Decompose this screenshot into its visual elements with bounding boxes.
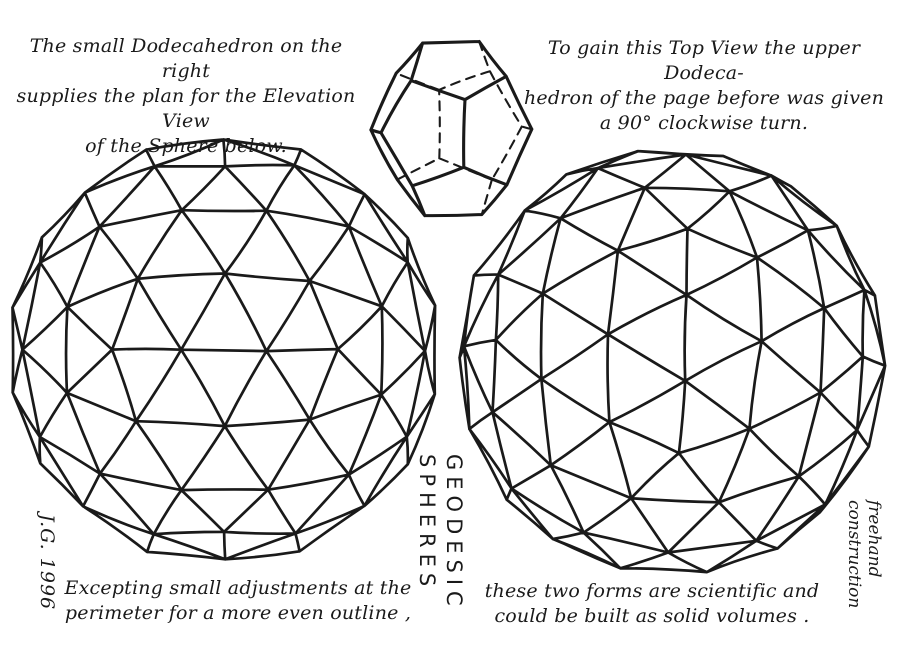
caption-line: these two forms are scientific and [484, 580, 820, 602]
elevation-sphere-figure [11, 138, 437, 561]
caption-line: To gain this Top View the upper Dodeca- [547, 37, 861, 84]
visible-edges [369, 39, 534, 218]
visible-edges [11, 138, 437, 561]
dodecahedron-figure [369, 39, 534, 218]
caption-line: The small Dodecahedron on the right [29, 35, 343, 82]
caption-line: hedron of the page before was given [523, 87, 885, 109]
caption-bottom-right: these two forms are scientific and could… [474, 579, 830, 629]
visible-edges [458, 149, 887, 574]
caption-line: of the Sphere below. [85, 135, 287, 157]
caption-line: Excepting small adjustments at the [64, 577, 412, 599]
caption-line: a 90° clockwise turn. [599, 112, 809, 134]
title-line-geodesic: GEODESIC [442, 454, 466, 612]
caption-line: perimeter for a more even outline , [64, 602, 412, 624]
title-line-spheres: SPHERES [415, 454, 439, 593]
side-note-line: construction [844, 500, 864, 609]
top-view-sphere-figure [458, 149, 887, 574]
caption-top-right: To gain this Top View the upper Dodeca- … [518, 36, 890, 136]
caption-line: supplies the plan for the Elevation View [16, 85, 356, 132]
caption-top-left: The small Dodecahedron on the right supp… [8, 34, 364, 159]
side-note-line: freehand [864, 500, 884, 578]
caption-line: could be built as solid volumes . [494, 605, 810, 627]
caption-bottom-left: Excepting small adjustments at the perim… [52, 576, 424, 626]
artist-signature: J.G. 1996 [36, 514, 58, 611]
side-note-freehand-construction: freehand construction [844, 500, 884, 608]
title-geodesic-spheres: GEODESIC SPHERES [413, 454, 467, 612]
